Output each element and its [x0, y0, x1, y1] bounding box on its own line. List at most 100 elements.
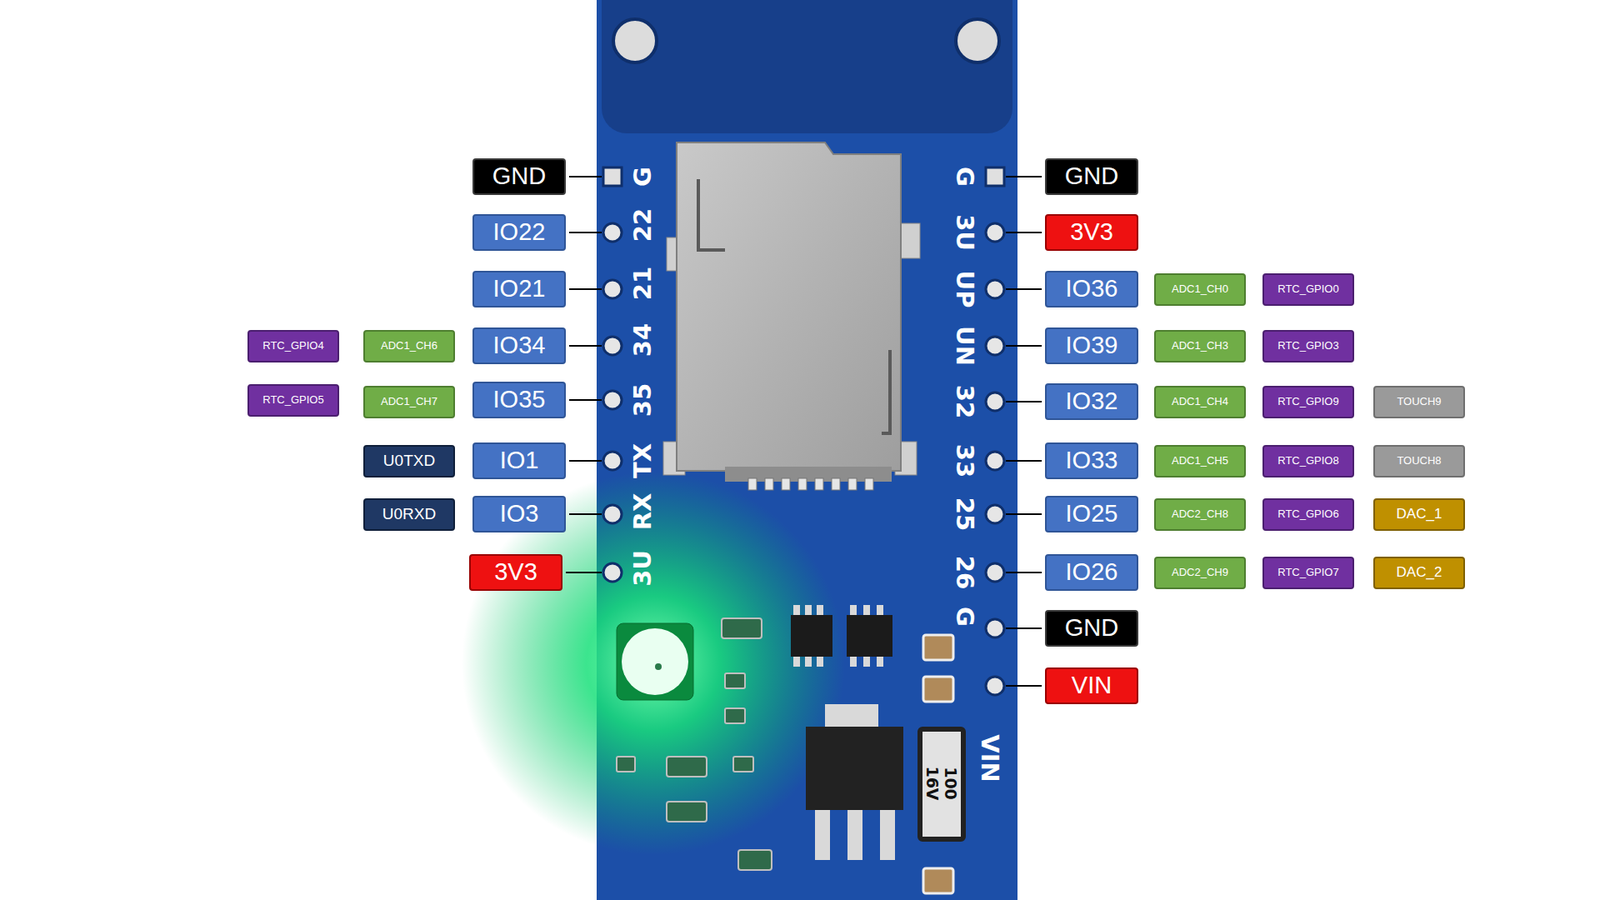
- pin-name: IO32: [1065, 388, 1119, 415]
- mount-hole: [613, 19, 657, 63]
- pin-name: IO3: [500, 500, 540, 528]
- pin-name: IO22: [493, 219, 546, 246]
- part-marking: 100: [942, 766, 959, 800]
- pin-name: GND: [1065, 615, 1119, 642]
- pin-name: IO33: [1065, 447, 1119, 475]
- rtc-gpio-tag: RTC_GPIO7: [1262, 556, 1355, 590]
- pin-name: ADC1_CH4: [1171, 395, 1229, 408]
- smd-parts: [616, 618, 772, 870]
- gpio-pin-label: IO26: [1045, 554, 1139, 591]
- rtc-gpio-tag: RTC_GPIO6: [1262, 498, 1355, 531]
- silkscreen-text: 3U: [630, 550, 655, 587]
- rtc-gpio-tag: RTC_GPIO9: [1262, 385, 1355, 419]
- adc-channel-tag: ADC2_CH8: [1154, 498, 1246, 531]
- pin-name: IO36: [1065, 275, 1119, 303]
- pin-name: RTC_GPIO0: [1277, 283, 1339, 295]
- pin-name: IO34: [493, 332, 546, 360]
- pin-name: IO35: [493, 386, 546, 414]
- silkscreen-text: VIN: [977, 734, 1002, 783]
- gpio-pin-label: IO39: [1045, 327, 1139, 365]
- pin-name: TOUCH8: [1396, 455, 1441, 467]
- pin-name: RTC_GPIO5: [262, 394, 324, 406]
- mount-hole: [955, 19, 1000, 63]
- pin-name: ADC1_CH6: [380, 340, 438, 352]
- rtc-gpio-tag: RTC_GPIO3: [1262, 330, 1355, 363]
- silkscreen-text: 34: [630, 323, 655, 357]
- silkscreen-text: 25: [952, 497, 977, 531]
- touch-tag: TOUCH9: [1373, 385, 1465, 419]
- adc-channel-tag: ADC1_CH3: [1154, 330, 1246, 363]
- sd-slot: [663, 142, 920, 490]
- pin-name: RTC_GPIO8: [1277, 455, 1339, 467]
- ic-chips: [790, 605, 893, 667]
- pin-name: TOUCH9: [1396, 395, 1441, 408]
- pin-name: U0TXD: [383, 452, 435, 470]
- part-marking: 16V: [924, 765, 940, 800]
- rtc-gpio-tag: RTC_GPIO4: [247, 330, 340, 363]
- pin-name: DAC_1: [1396, 506, 1443, 523]
- pin-name: ADC2_CH9: [1171, 566, 1229, 579]
- gpio-pin-label: IO36: [1045, 270, 1139, 308]
- adc-channel-tag: ADC1_CH5: [1154, 445, 1246, 478]
- pin-name: 3V3: [494, 559, 538, 586]
- ground-pin-label: GND: [1045, 610, 1139, 647]
- silkscreen-text: 3U: [952, 214, 977, 251]
- pin-name: RTC_GPIO9: [1277, 395, 1339, 408]
- silkscreen-text: G: [630, 166, 655, 187]
- silkscreen-text: RX: [630, 493, 655, 531]
- led-glow: [461, 471, 845, 855]
- gpio-pin-label: IO35: [472, 381, 566, 419]
- adc-channel-tag: ADC1_CH4: [1154, 385, 1246, 419]
- uart-tag: U0TXD: [363, 445, 455, 478]
- power-pin-label: 3V3: [469, 554, 563, 591]
- pin-name: IO39: [1065, 332, 1119, 360]
- pcb-top: [601, 0, 1013, 134]
- rgb-led: [616, 623, 694, 700]
- pin-name: ADC1_CH3: [1171, 340, 1229, 352]
- silkscreen-text: 32: [952, 385, 977, 419]
- silkscreen-text: 26: [952, 555, 977, 590]
- silkscreen-text: 33: [952, 444, 977, 478]
- rtc-gpio-tag: RTC_GPIO0: [1262, 273, 1355, 306]
- silkscreen-text: UP: [952, 270, 977, 309]
- pin-name: ADC2_CH8: [1171, 508, 1229, 520]
- gpio-pin-label: IO22: [472, 214, 566, 251]
- voltage-regulator: [805, 704, 904, 860]
- pin-name: RTC_GPIO6: [1277, 508, 1339, 520]
- silkscreen-text: 22: [630, 208, 655, 242]
- gpio-pin-label: IO21: [472, 270, 566, 308]
- pin-name: ADC1_CH0: [1171, 283, 1229, 295]
- pin-name: GND: [492, 163, 546, 190]
- pin-name: ADC1_CH5: [1171, 455, 1229, 467]
- silkscreen-text: UN: [952, 325, 977, 366]
- ground-pin-label: GND: [1045, 158, 1139, 195]
- power-pin-label: 3V3: [1045, 214, 1139, 251]
- gpio-pin-label: IO33: [1045, 442, 1139, 480]
- pin-name: VIN: [1071, 672, 1112, 700]
- rtc-gpio-tag: RTC_GPIO8: [1262, 445, 1355, 478]
- capacitor-body: [920, 729, 964, 840]
- leader-lines: [565, 176, 1042, 686]
- silkscreen-text: G: [952, 166, 977, 187]
- pin-name: U0RXD: [382, 505, 436, 524]
- pin-name: DAC_2: [1396, 565, 1443, 581]
- pin-name: RTC_GPIO4: [262, 340, 324, 352]
- silkscreen-text: G: [952, 606, 977, 627]
- adc-channel-tag: ADC1_CH0: [1154, 273, 1246, 306]
- silkscreen-text: TX: [630, 443, 655, 479]
- adc-channel-tag: ADC2_CH9: [1154, 556, 1246, 590]
- silkscreen-text: 35: [630, 383, 655, 417]
- uart-tag: U0RXD: [363, 498, 455, 531]
- adc-channel-tag: ADC1_CH6: [363, 330, 455, 363]
- pin-name: IO1: [500, 447, 540, 475]
- pin-name: RTC_GPIO7: [1277, 566, 1339, 579]
- pin-name: 3V3: [1070, 219, 1114, 246]
- dac-tag: DAC_2: [1373, 556, 1465, 590]
- header-pins: [603, 167, 1005, 695]
- silkscreen-text: 21: [630, 266, 655, 300]
- pin-name: IO25: [1065, 500, 1119, 528]
- power-pin-label: VIN: [1045, 667, 1139, 705]
- pin-name: IO26: [1065, 559, 1119, 586]
- touch-tag: TOUCH8: [1373, 445, 1465, 478]
